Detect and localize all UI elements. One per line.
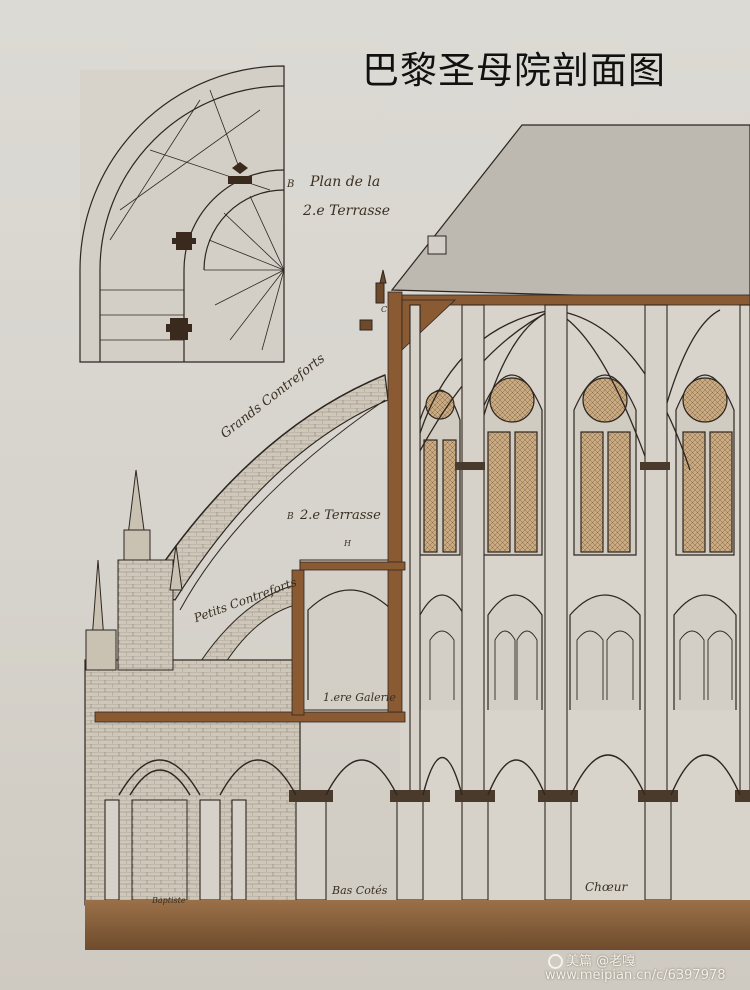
galerie-label: 1.ere Galerie [323,691,396,704]
plan-label-line1: Plan de la [310,174,381,190]
marker-c: C [381,305,388,314]
aisle-wall-section [131,799,188,901]
ground-foundation [85,900,750,950]
watermark-url: www.meipian.cn/c/6397978 [545,968,726,983]
terrace-label: 2.e Terrasse [300,508,381,523]
marker-h: H [344,539,351,548]
plan-marker-b: B [287,179,295,190]
terrace-marker-b: B [287,512,294,522]
columns [104,304,750,901]
plan-label-line2: 2.e Terrasse [303,203,391,219]
watermark-brand-text: 美篇 @老嘎 [566,954,636,969]
signature: Baptiste [152,896,186,905]
clerestory-windows [419,374,735,556]
lower-arcade [118,754,741,796]
terrace-plan [79,65,285,363]
bas-cotes-label: Bas Cotés [332,884,388,897]
capitals [289,462,750,802]
roof [390,124,750,301]
page-title: 巴黎圣母院剖面图 [362,49,666,92]
watermark-brand: 美篇 @老嘎 [548,950,635,969]
choeur-label: Chœur [585,880,628,894]
gallery-floors [94,291,750,723]
meipian-logo-icon [548,954,563,969]
finials [359,269,387,331]
